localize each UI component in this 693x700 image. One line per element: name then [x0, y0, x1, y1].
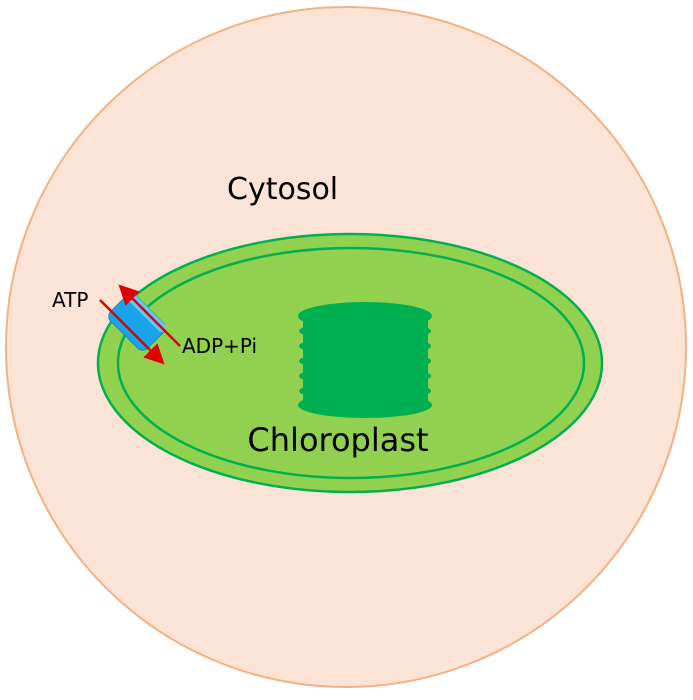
atp-label: ATP: [52, 288, 88, 312]
grana-stack: [298, 302, 432, 418]
atp-import-arrow: [99, 299, 165, 365]
adp-pi-label: ADP+Pi: [182, 334, 257, 358]
cytosol-label: Cytosol: [227, 172, 338, 207]
chloroplast-inner-membrane: [116, 246, 586, 480]
chloroplast-label: Chloroplast: [247, 421, 428, 459]
adp-export-arrow: [118, 284, 181, 347]
